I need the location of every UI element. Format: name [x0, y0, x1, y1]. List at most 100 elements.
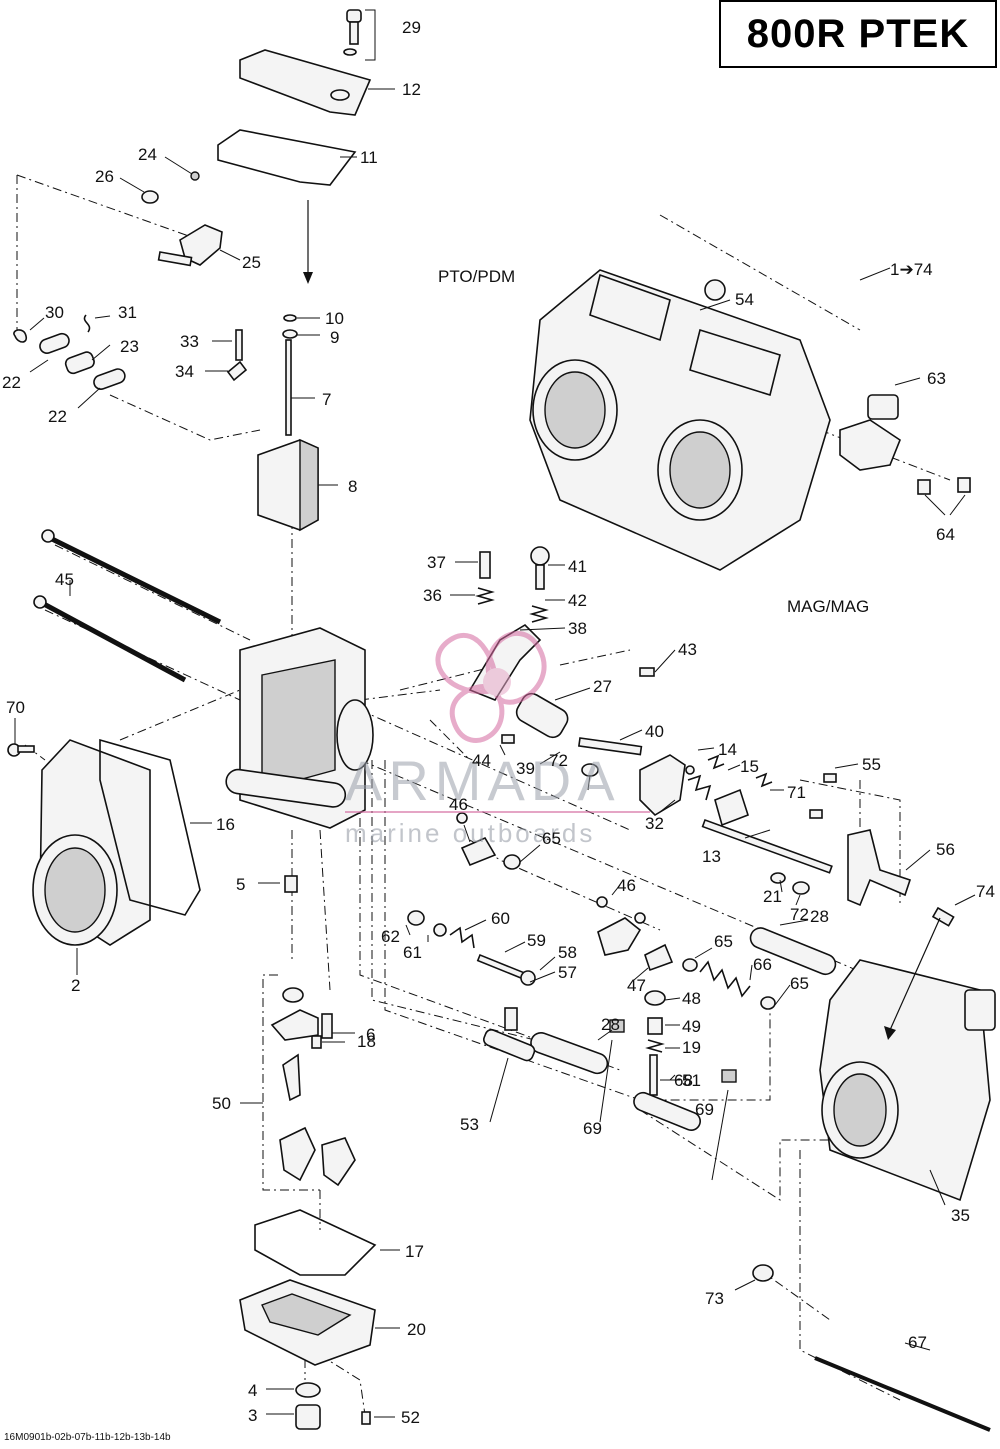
callout-31: 31	[118, 303, 137, 322]
part-21-clip	[770, 872, 786, 884]
part-63-throttle-sensor	[839, 394, 901, 471]
part-53-tee-fitting	[483, 1007, 536, 1062]
callout-46: 46	[449, 795, 468, 814]
callout-64: 64	[936, 525, 955, 544]
callout-15: 15	[740, 757, 759, 776]
part-51-plunger	[649, 1054, 658, 1096]
callout-53: 53	[460, 1115, 479, 1134]
callout-5: 5	[236, 875, 245, 894]
callout-34: 34	[175, 362, 194, 381]
part-49-nut	[647, 1017, 663, 1035]
callout-71: 71	[787, 783, 806, 802]
callout-14: 14	[718, 740, 737, 759]
callout-68: 68	[674, 1071, 693, 1090]
watermark-logo-icon	[435, 630, 547, 743]
part-46-nut-b	[596, 896, 608, 908]
callout-10: 10	[325, 309, 344, 328]
callout-60: 60	[491, 909, 510, 928]
callout-18: 18	[357, 1032, 376, 1051]
part-35-carburetor-mag	[819, 959, 996, 1202]
callout-66: 66	[753, 955, 772, 974]
part-carburetor-body	[225, 627, 374, 829]
part-10-washer	[283, 314, 297, 322]
callout-17: 17	[405, 1242, 424, 1261]
callout-65: 65	[790, 974, 809, 993]
part-29-screw	[343, 9, 362, 56]
parts	[7, 9, 996, 1432]
callout-23: 23	[120, 337, 139, 356]
watermark-tagline: marine outboards	[345, 818, 595, 848]
part-11-gasket	[217, 129, 357, 186]
callout-46: 46	[617, 876, 636, 895]
callout-38: 38	[568, 619, 587, 638]
part-44-screw	[501, 734, 515, 744]
callout-7: 7	[322, 390, 331, 409]
drawing-code: 16M0901b-02b-07b-11b-12b-13b-14b	[4, 1432, 171, 1443]
callout-48: 48	[682, 989, 701, 1008]
callout-52: 52	[401, 1408, 420, 1427]
part-13-shaft	[701, 788, 833, 874]
callout-32: 32	[645, 814, 664, 833]
part-48-cap	[644, 990, 666, 1006]
callout-39: 39	[516, 759, 535, 778]
part-36-spring	[475, 587, 495, 605]
callout-65: 65	[714, 932, 733, 951]
part-5-jet	[284, 875, 298, 893]
part-24-nut	[190, 171, 200, 181]
callout-42: 42	[568, 591, 587, 610]
part-56-bracket	[847, 829, 912, 907]
leader-lines	[14, 9, 976, 1418]
callout-13: 13	[702, 847, 721, 866]
part-73-cap	[752, 1264, 774, 1282]
part-27-spring-housing	[515, 692, 569, 739]
part-37-screw	[479, 551, 491, 579]
part-14-spring	[687, 774, 712, 801]
part-15-spring	[707, 754, 725, 770]
callout-54: 54	[735, 290, 754, 309]
part-61-washer	[433, 923, 447, 937]
callout-3: 3	[248, 1406, 257, 1425]
callout-74: 74	[976, 882, 995, 901]
part-41-adjust-screw	[530, 546, 550, 590]
callout-25: 25	[242, 253, 261, 272]
callout-30: 30	[45, 303, 64, 322]
part-34-clip	[226, 360, 248, 382]
part-74-screw	[931, 906, 955, 927]
part-28-tube-b	[530, 1032, 609, 1075]
part-43-screw	[639, 667, 655, 677]
part-3-drain-plug	[295, 1404, 321, 1430]
callout-36: 36	[423, 586, 442, 605]
callout-45: 45	[55, 570, 74, 589]
callout-65: 65	[542, 829, 561, 848]
callout-51: 51	[682, 1071, 701, 1090]
part-64-screw-b	[957, 477, 971, 493]
part-25-lever	[157, 224, 223, 267]
part-40-shaft	[577, 737, 643, 756]
part-22-plate-a	[39, 332, 70, 354]
part-69-clamp-a	[609, 1019, 625, 1033]
part-46-nut-c	[634, 912, 646, 924]
part-8-throttle-slide	[257, 438, 319, 532]
callout-43: 43	[678, 640, 697, 659]
watermark-brand: ARMADA	[345, 749, 621, 812]
callout-72: 72	[549, 751, 568, 770]
callout-24: 24	[138, 145, 157, 164]
part-7-needle	[285, 339, 292, 436]
callout-1-74: 1➔74	[890, 260, 933, 279]
part-47-clip	[644, 943, 674, 972]
part-26-bushing	[141, 190, 159, 204]
part-23-plate	[64, 351, 95, 375]
callout-63: 63	[927, 369, 946, 388]
callout-50: 50	[212, 1094, 231, 1113]
part-72-washer-b	[792, 881, 810, 895]
part-60-spring	[449, 926, 475, 949]
callout-20: 20	[407, 1320, 426, 1339]
callout-49: 49	[682, 1017, 701, 1036]
part-62-o-ring	[407, 910, 425, 926]
callout-8: 8	[348, 477, 357, 496]
callout-55: 55	[862, 755, 881, 774]
part-68-tube	[633, 1091, 701, 1131]
callout-2: 2	[71, 976, 80, 995]
